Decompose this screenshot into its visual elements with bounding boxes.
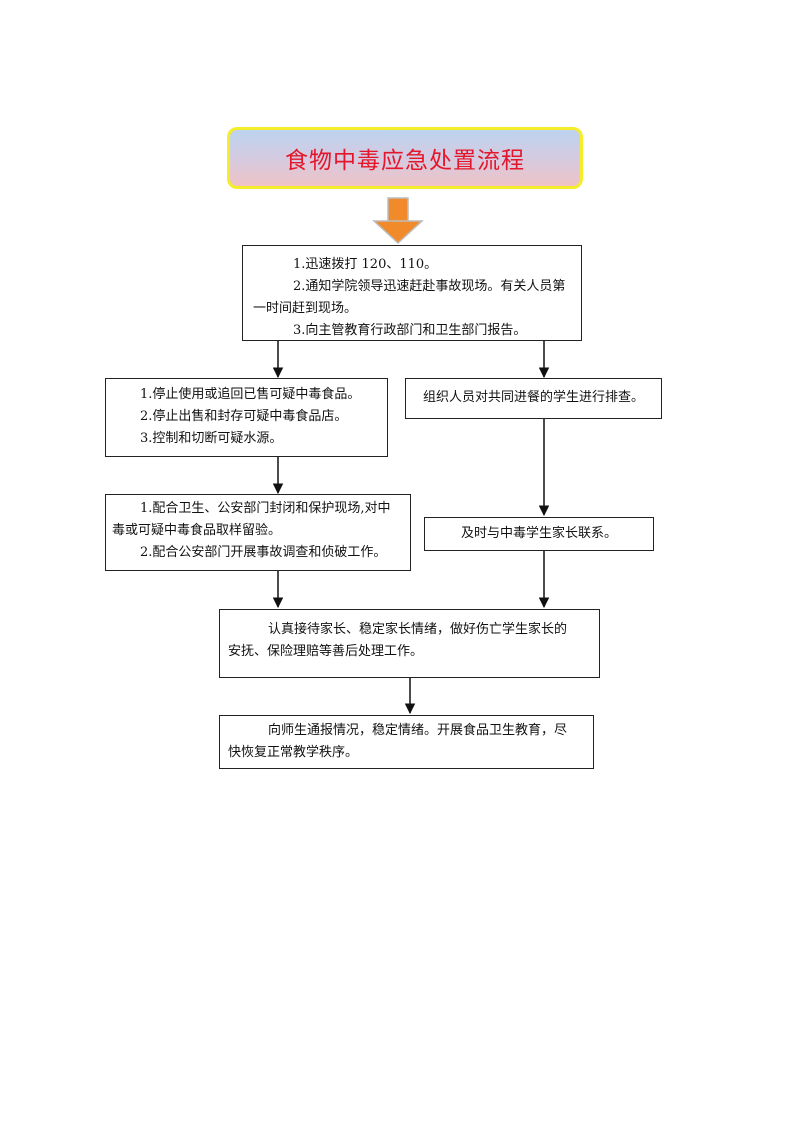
step-initial-line: 1.迅速拨打 120、110。	[293, 257, 438, 272]
step-contact-line: 及时与中毒学生家长联系。	[460, 526, 617, 541]
step-report-line: 快恢复正常教学秩序。	[228, 745, 359, 760]
step-receive-parents: 认真接待家长、稳定家长情绪，做好伤亡学生家长的 安抚、保险理赔等善后处理工作。	[219, 609, 600, 678]
step-initial-line: 2.通知学院领导迅速赶赴事故现场。有关人员第	[293, 279, 566, 294]
step-organize-screening: 组织人员对共同进餐的学生进行排查。	[405, 378, 662, 419]
step-report-restore-order: 向师生通报情况，稳定情绪。开展食品卫生教育，尽 快恢复正常教学秩序。	[219, 715, 594, 769]
title-down-arrow-icon	[372, 197, 424, 245]
step-stop-food-line: 3.控制和切断可疑水源。	[140, 431, 283, 446]
step-stop-food-line: 1.停止使用或追回已售可疑中毒食品。	[140, 387, 361, 402]
step-organize-line: 组织人员对共同进餐的学生进行排查。	[422, 390, 644, 405]
step-initial-line: 一时间赶到现场。	[253, 301, 358, 316]
step-cooperate-authorities: 1.配合卫生、公安部门封闭和保护现场,对中 毒或可疑中毒食品取样留验。 2.配合…	[105, 494, 411, 571]
step-report-line: 向师生通报情况，稳定情绪。开展食品卫生教育，尽	[268, 723, 568, 738]
step-contact-parents: 及时与中毒学生家长联系。	[424, 517, 654, 551]
flowchart-title: 食物中毒应急处置流程	[285, 148, 525, 174]
step-stop-food-line: 2.停止出售和封存可疑中毒食品店。	[140, 409, 348, 424]
step-initial-response: 1.迅速拨打 120、110。 2.通知学院领导迅速赶赴事故现场。有关人员第 一…	[242, 245, 582, 341]
flowchart-title-box: 食物中毒应急处置流程	[227, 127, 583, 189]
step-cooperate-line: 1.配合卫生、公安部门封闭和保护现场,对中	[140, 501, 391, 516]
step-reception-line: 安抚、保险理赔等善后处理工作。	[228, 644, 424, 659]
step-cooperate-line: 2.配合公安部门开展事故调查和侦破工作。	[140, 545, 387, 560]
step-reception-line: 认真接待家长、稳定家长情绪，做好伤亡学生家长的	[268, 622, 568, 637]
step-stop-suspect-food: 1.停止使用或追回已售可疑中毒食品。 2.停止出售和封存可疑中毒食品店。 3.控…	[105, 378, 388, 457]
step-initial-line: 3.向主管教育行政部门和卫生部门报告。	[293, 323, 527, 338]
step-cooperate-line: 毒或可疑中毒食品取样留验。	[112, 523, 282, 538]
